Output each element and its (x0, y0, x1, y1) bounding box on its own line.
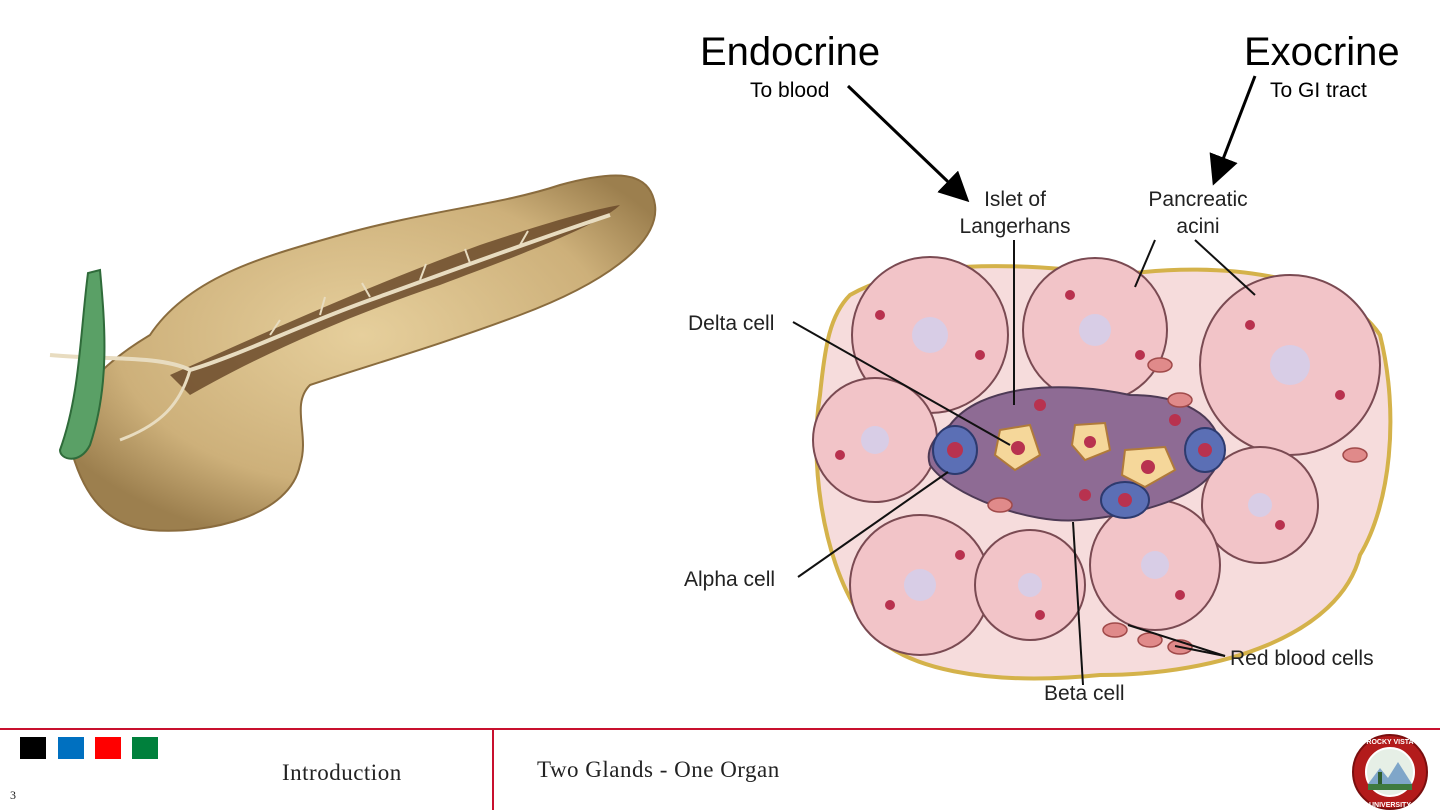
swatch-green (132, 737, 158, 759)
swatch-red (95, 737, 121, 759)
beta-cell-label: Beta cell (1044, 682, 1125, 705)
footer-vertical-divider (492, 730, 494, 810)
swatch-black (20, 737, 46, 759)
endocrine-arrow (846, 84, 970, 203)
alpha-cell-label: Alpha cell (684, 568, 776, 591)
svg-text:UNIVERSITY: UNIVERSITY (1369, 802, 1411, 809)
endocrine-subheading: To blood (750, 79, 830, 102)
footer-divider-line (0, 728, 1440, 730)
swatch-blue (58, 737, 84, 759)
page-number: 3 (10, 788, 16, 802)
islet-label: Islet of Langerhans (959, 188, 1071, 239)
red-blood-cells-label: Red blood cells (1230, 647, 1374, 670)
acini-label: Pancreatic acini (1148, 188, 1248, 239)
pancreas-illustration (49, 174, 657, 532)
university-logo: ROCKY VISTA UNIVERSITY (1352, 734, 1428, 810)
slide-title: Two Glands - One Organ (537, 757, 780, 782)
exocrine-arrow (1209, 75, 1257, 186)
islet-diagram (812, 256, 1393, 681)
endocrine-heading: Endocrine (700, 30, 881, 74)
delta-cell-label: Delta cell (688, 312, 775, 335)
exocrine-subheading: To GI tract (1270, 79, 1367, 102)
svg-text:ROCKY VISTA: ROCKY VISTA (1366, 739, 1413, 746)
exocrine-heading: Exocrine (1244, 30, 1400, 74)
section-label: Introduction (282, 760, 402, 785)
